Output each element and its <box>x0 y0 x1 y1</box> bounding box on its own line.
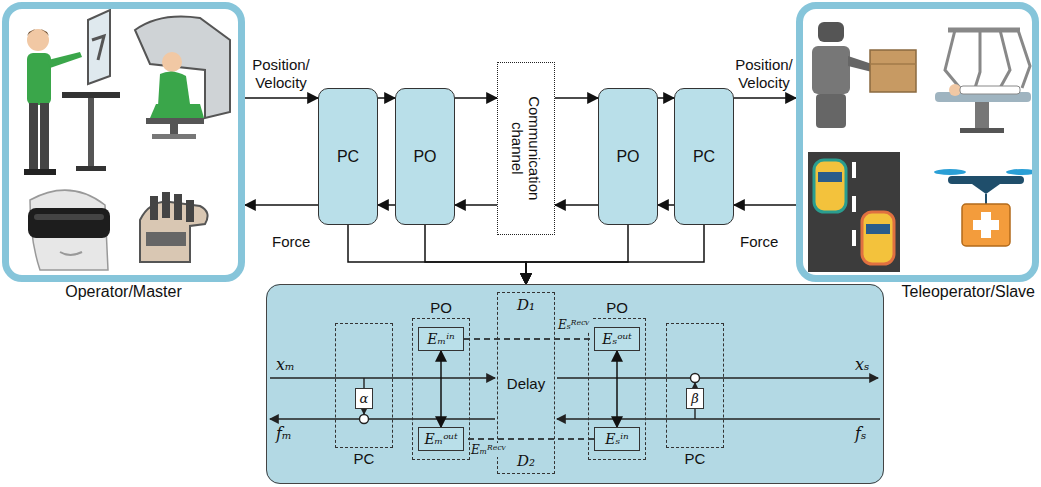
connector <box>245 204 318 206</box>
node-text: Eₘⁱⁿ <box>427 331 454 347</box>
energy-box: Eₘᵒᵘᵗ <box>418 427 464 451</box>
haptic-glove <box>140 192 208 262</box>
energy-label: Eₘᴿᵉᶜᵛ <box>470 443 507 457</box>
connector <box>245 97 318 99</box>
connector <box>464 438 594 439</box>
energy-box: Eₛᵒᵘᵗ <box>594 327 640 351</box>
connector <box>616 351 618 427</box>
passivity-controller: PC <box>674 88 734 225</box>
connector <box>440 351 442 427</box>
teleoperator-panel: Teleoperator/Slave <box>796 2 1039 282</box>
connector <box>555 97 598 99</box>
pc-block: PCα <box>335 323 393 448</box>
node-text: Eₘᵒᵘᵗ <box>424 431 457 447</box>
connector <box>378 204 395 206</box>
node-text: D₂ <box>517 452 535 470</box>
detail-ground <box>266 284 884 484</box>
operator-panel: Operator/Master <box>2 2 245 282</box>
node-text: Communication channel <box>509 74 544 224</box>
node-text: Delay <box>507 375 545 392</box>
node-text: Eₛⁱⁿ <box>605 431 628 447</box>
connector <box>455 97 497 99</box>
node-text: fₛ <box>855 424 866 443</box>
node-text: D₁ <box>517 296 535 314</box>
node-text: PC <box>354 450 375 467</box>
signal-label: Position/ Velocity <box>733 56 795 92</box>
node-text: PO <box>413 148 436 166</box>
node-text: xₘ <box>276 355 295 374</box>
connector <box>734 97 796 99</box>
node-text: PO <box>616 148 639 166</box>
gain-box: β <box>686 388 704 409</box>
surgical-robot <box>935 30 1031 133</box>
node-text: fₘ <box>276 424 292 443</box>
connector <box>555 204 598 206</box>
node-text: PC <box>337 148 359 166</box>
node-text: α <box>360 391 369 406</box>
communication-channel: Communication channel <box>497 62 555 235</box>
node-text: PC <box>685 450 706 467</box>
node-text: PC <box>693 148 715 166</box>
passivity-observer: PO <box>598 88 658 225</box>
po-block: POEₛᵒᵘᵗEₛⁱⁿ <box>588 318 646 460</box>
signal-label: Position/ Velocity <box>250 56 312 92</box>
pc-block: PCβ <box>666 323 724 448</box>
energy-box: Eₛⁱⁿ <box>594 427 640 451</box>
connector <box>455 204 497 206</box>
node-text: PO <box>430 299 452 316</box>
node-text: β <box>691 391 699 406</box>
gain-box: α <box>355 388 374 409</box>
node-text: Eₛᵒᵘᵗ <box>602 331 631 347</box>
detail-panel: xₘfₘxₛfₛPCαPOEₘⁱⁿEₘᵒᵘᵗD₁DelayD₂POEₛᵒᵘᵗEₛ… <box>266 284 884 484</box>
humanoid-robot <box>812 22 916 128</box>
surgeon-console <box>135 17 230 140</box>
signal-wires <box>270 374 880 424</box>
node-text: Operator/Master <box>65 283 181 301</box>
connector <box>378 97 395 99</box>
energy-box: Eₘⁱⁿ <box>418 327 464 351</box>
passivity-observer: PO <box>395 88 455 225</box>
po-block: POEₘⁱⁿEₘᵒᵘᵗ <box>412 318 470 460</box>
signal-label: Force <box>272 233 310 250</box>
operator-standing <box>24 10 120 175</box>
vehicles-road <box>808 152 900 272</box>
connector <box>734 204 796 206</box>
connector <box>464 338 594 339</box>
passivity-controller: PC <box>318 88 378 225</box>
signal-label: Force <box>740 233 778 250</box>
node-text: xₛ <box>855 355 869 374</box>
energy-label: Eₛᴿᵉᶜᵛ <box>557 318 591 332</box>
node-text: PO <box>606 299 628 316</box>
node-text: Teleoperator/Slave <box>902 283 1035 301</box>
connector <box>658 204 674 206</box>
connector <box>658 97 674 99</box>
medical-drone <box>934 169 1038 246</box>
vr-headset <box>28 190 110 270</box>
